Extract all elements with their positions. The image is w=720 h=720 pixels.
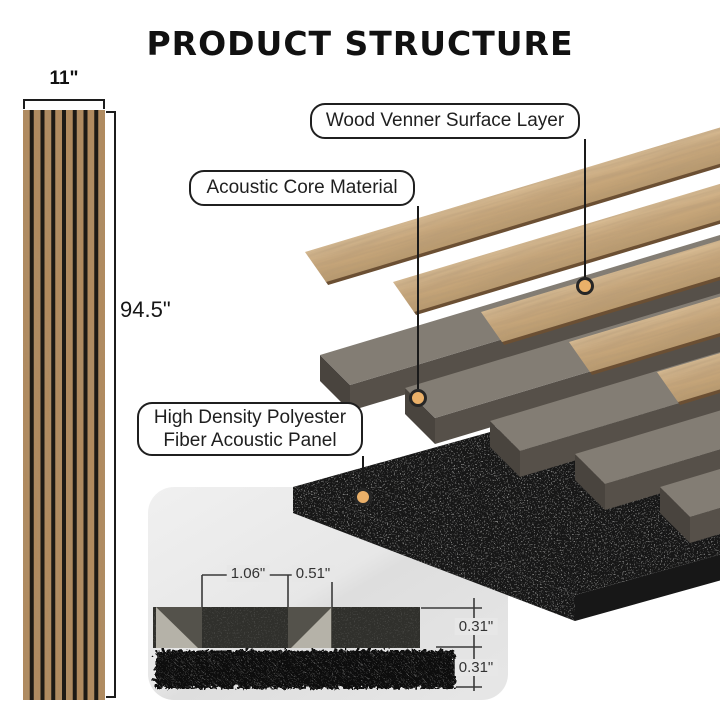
wood-strip — [481, 216, 720, 345]
width-bracket — [23, 99, 105, 109]
slat-panel-front-view — [23, 99, 116, 700]
groove-middle — [288, 607, 332, 648]
cross-section — [153, 574, 482, 691]
page-title: PRODUCT STRUCTURE — [146, 24, 574, 63]
callout-acoustic-core-material: Acoustic Core Material — [189, 170, 415, 206]
slat-grooves — [29, 110, 99, 700]
groove-left — [156, 607, 202, 648]
core-bar — [660, 469, 720, 543]
slat-width-dim: 1.06" — [226, 565, 270, 582]
callout-leaders — [354, 139, 594, 506]
exploded-view — [293, 103, 720, 621]
wood-strip — [569, 272, 720, 375]
callout-label-line2: Fiber Acoustic Panel — [163, 430, 337, 451]
wood-strip — [305, 103, 720, 285]
callout-polyester-fiber-panel: High Density Polyester Fiber Acoustic Pa… — [137, 402, 363, 456]
callout-label: Acoustic Core Material — [206, 177, 398, 198]
callout-label: Wood Venner Surface Layer — [325, 110, 565, 131]
wood-strip — [657, 329, 720, 405]
core-layer-dot — [409, 389, 427, 407]
core-bar — [575, 410, 720, 510]
felt-thickness-dim: 0.31" — [454, 659, 498, 676]
height-bracket — [106, 111, 116, 698]
groove-width-dim: 0.51" — [291, 565, 335, 582]
callout-label-line1: High Density Polyester — [153, 407, 347, 428]
panel-width-dim: 11" — [49, 68, 79, 89]
wood-strips — [305, 103, 720, 405]
panel-height-dim: 94.5" — [120, 297, 171, 322]
slat-thickness-dim: 0.31" — [454, 618, 498, 635]
felt-layer-dot — [354, 488, 372, 506]
core-bars — [320, 235, 720, 543]
callout-wood-veneer-surface-layer: Wood Venner Surface Layer — [310, 103, 580, 139]
wood-strip — [393, 159, 720, 315]
wood-layer-dot — [576, 277, 594, 295]
